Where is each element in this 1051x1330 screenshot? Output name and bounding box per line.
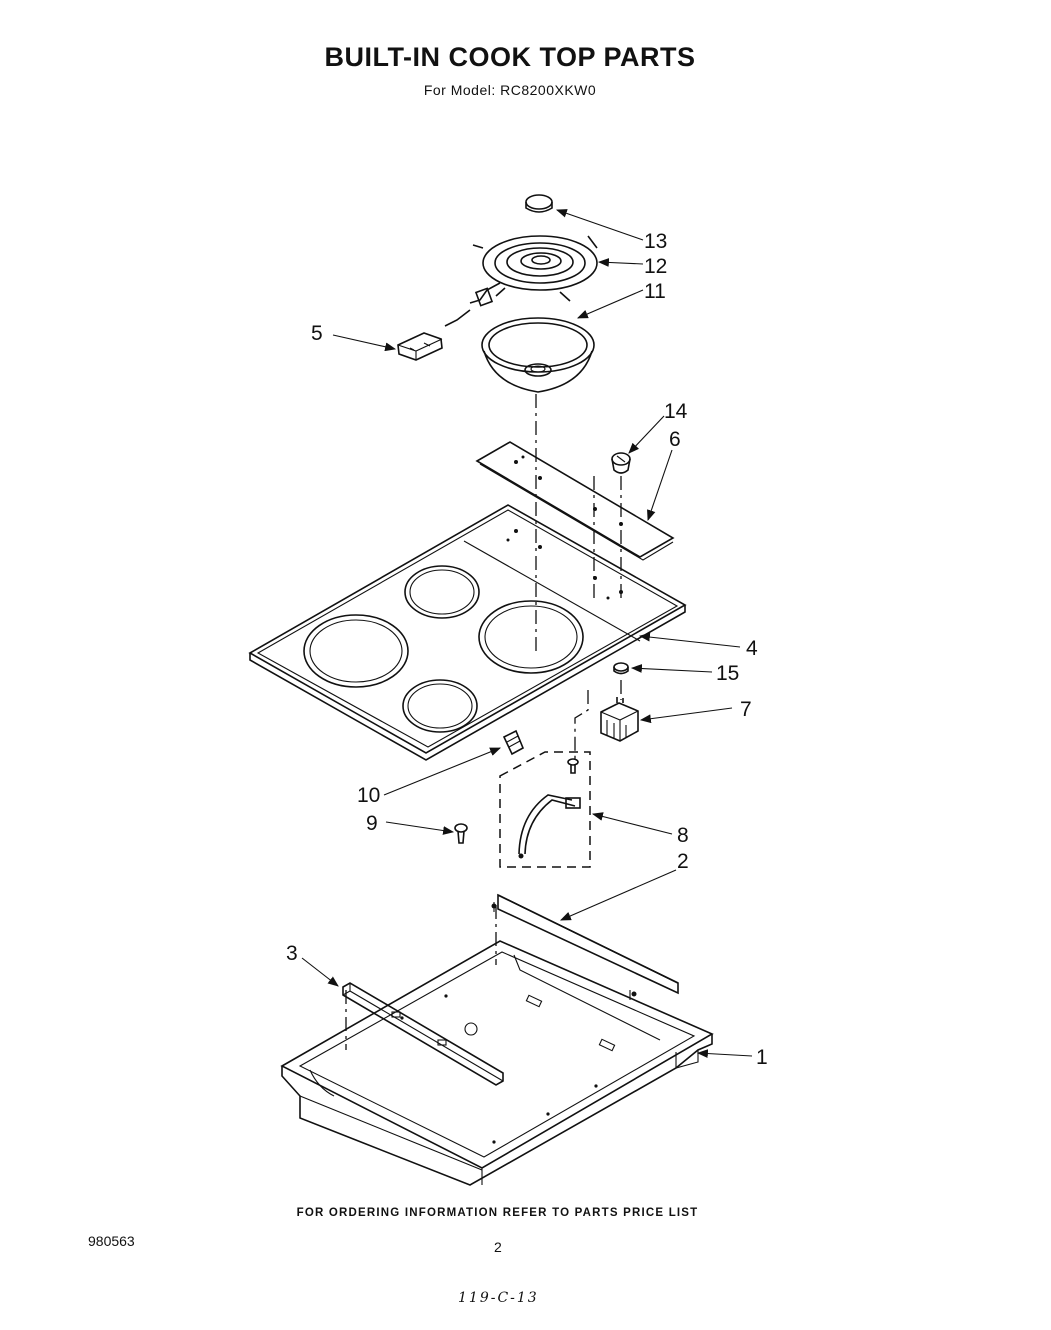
callout-14: 14 bbox=[664, 400, 688, 423]
callout-1: 1 bbox=[756, 1046, 768, 1069]
document-number: 980563 bbox=[88, 1233, 135, 1249]
callout-15: 15 bbox=[716, 662, 739, 685]
infinite-switch-part bbox=[600, 697, 639, 742]
base-pan-part bbox=[280, 940, 714, 1186]
callout-2: 2 bbox=[677, 850, 689, 873]
callout-11: 11 bbox=[644, 280, 666, 303]
control-panel-part bbox=[475, 441, 675, 561]
callout-3: 3 bbox=[286, 942, 298, 965]
assembly-dash-lines bbox=[345, 394, 622, 1050]
callout-10: 10 bbox=[357, 784, 380, 807]
callout-labels: 13 12 11 5 14 6 4 15 7 10 9 8 2 3 1 bbox=[286, 230, 768, 1069]
knob-part bbox=[611, 452, 631, 474]
terminal-block-part bbox=[397, 332, 443, 361]
callout-8: 8 bbox=[677, 824, 689, 847]
handwritten-code: 119-C-13 bbox=[458, 1290, 539, 1306]
callout-4: 4 bbox=[746, 637, 758, 660]
wire-harness-part bbox=[499, 751, 591, 868]
screw-part bbox=[454, 823, 468, 844]
callout-12: 12 bbox=[644, 255, 667, 278]
model-subtitle: For Model: RC8200XKW0 bbox=[423, 82, 597, 98]
callout-6: 6 bbox=[669, 428, 681, 451]
support-bar-part bbox=[342, 982, 504, 1086]
callout-5: 5 bbox=[311, 322, 323, 345]
wire-nut-part bbox=[502, 729, 525, 756]
ordering-note: FOR ORDERING INFORMATION REFER TO PARTS … bbox=[296, 1207, 699, 1219]
knob-cap-part bbox=[525, 194, 553, 213]
callout-13: 13 bbox=[644, 230, 667, 253]
page-number: 2 bbox=[494, 1239, 502, 1255]
callout-7: 7 bbox=[740, 698, 752, 721]
surface-element-part bbox=[444, 235, 598, 327]
drip-bowl-part bbox=[481, 317, 595, 393]
callout-leaders bbox=[301, 209, 753, 1058]
washer-part bbox=[613, 662, 629, 675]
callout-9: 9 bbox=[366, 812, 378, 835]
page-title: BUILT-IN COOK TOP PARTS bbox=[324, 42, 696, 72]
cooktop-top-part bbox=[248, 504, 687, 761]
front-panel-part bbox=[491, 893, 679, 1000]
